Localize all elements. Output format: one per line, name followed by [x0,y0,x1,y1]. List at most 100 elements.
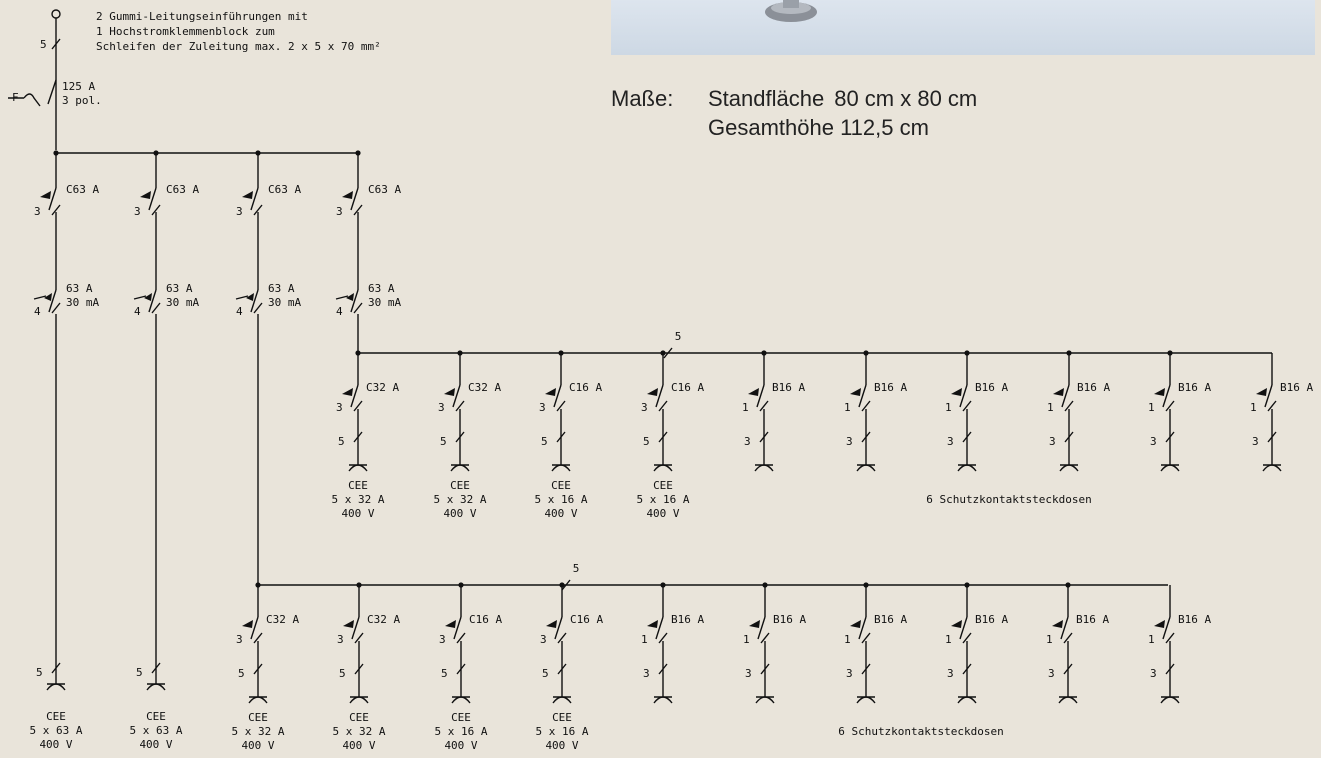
sub-mcb-blade [655,616,664,640]
main-switch-poles: 3 pol. [62,94,102,107]
sub-mcb-blade [1061,384,1070,408]
sub-outlet-label: CEE [653,479,673,492]
sub-mcb-handle [647,388,658,396]
main-switch-actuator [8,93,41,107]
main-mcb-rating: C63 A [368,183,401,196]
sub-outlet-poles: 3 [1252,435,1259,448]
sub-outlet-tick [658,431,668,443]
sub-outlet-poles: 5 [339,667,346,680]
sub-outlet-arc [754,464,774,472]
sub-mcb-handle [444,388,455,396]
main-switch-symbol: F [12,91,19,104]
sub-mcb-blade [1162,616,1171,640]
sub-mcb-rating: B16 A [671,613,704,626]
outlet-poles: 5 [36,666,43,679]
main-mcb-handle [242,191,253,199]
main-rcd-blade [250,289,259,313]
sub-mcb-tick [658,632,668,644]
sub-outlet-label: CEE [451,711,471,724]
sub-mcb-rating: C32 A [468,381,501,394]
sub-mcb-handle [445,620,456,628]
main-mcb-poles: 3 [134,205,141,218]
sub-mcb-poles: 1 [1047,401,1054,414]
sub-outlet-arc [551,464,571,472]
sub-mcb-rating: B16 A [773,613,806,626]
sub-outlet-poles: 5 [643,435,650,448]
main-mcb-blade [350,187,359,211]
sub-outlet-label: 400 V [342,739,375,752]
sub-mcb-handle [647,620,658,628]
main-rcd-poles: 4 [134,305,141,318]
sub-outlet-poles: 3 [1049,435,1056,448]
outlet-label: 5 x 63 A [130,724,183,737]
main-rcd-trip [235,295,249,300]
sub-mcb-tick [557,632,567,644]
sub-outlet-poles: 3 [947,667,954,680]
cee-outlet-arc [46,683,66,691]
sub-mcb-rating: B16 A [874,613,907,626]
main-rcd-trip [33,295,47,300]
sub-outlet-arc [348,464,368,472]
outlet-label: CEE [46,710,66,723]
main-rcd-blade [350,289,359,313]
sub-outlet-tick [1165,431,1175,443]
main-rcd-tick [353,302,363,314]
sub-bus-conductors: 5 [573,562,580,575]
sub-mcb-tick [1165,632,1175,644]
sub-outlet-arc [653,696,673,704]
main-rcd-blade [48,289,57,313]
sub-outlet-poles: 3 [643,667,650,680]
sub-mcb-blade [452,384,461,408]
sub-outlet-arc [957,696,977,704]
feed-conductor-count: 5 [40,38,47,51]
sub-mcb-rating: C16 A [570,613,603,626]
sub-mcb-poles: 1 [844,401,851,414]
sub-mcb-poles: 1 [1046,633,1053,646]
sub-mcb-blade [553,384,562,408]
socket-group-label: 6 Schutzkontaktsteckdosen [838,725,1004,738]
sub-mcb-tick [759,400,769,412]
socket-group-label: 6 Schutzkontaktsteckdosen [926,493,1092,506]
sub-mcb-blade [858,384,867,408]
main-mcb-poles: 3 [236,205,243,218]
main-mcb-tick [51,204,61,216]
feed-note-line: Schleifen der Zuleitung max. 2 x 5 x 70 … [96,40,381,53]
sub-outlet-tick [557,663,567,675]
sub-outlet-arc [856,696,876,704]
main-rcd-poles: 4 [34,305,41,318]
outlet-label: CEE [146,710,166,723]
sub-mcb-blade [1060,616,1069,640]
main-mcb-tick [353,204,363,216]
sub-mcb-tick [353,400,363,412]
sub-mcb-tick [1063,632,1073,644]
sub-outlet-tick [1064,431,1074,443]
sub-outlet-label: 5 x 16 A [435,725,488,738]
sub-outlet-poles: 3 [1150,667,1157,680]
sub-outlet-poles: 5 [542,667,549,680]
sub-outlet-label: CEE [248,711,268,724]
sub-mcb-blade [453,616,462,640]
outlet-tick [151,662,161,674]
sub-mcb-blade [1162,384,1171,408]
sub-mcb-poles: 1 [844,633,851,646]
sub-mcb-handle [1154,388,1165,396]
sub-outlet-tick [354,663,364,675]
sub-outlet-arc [957,464,977,472]
sub-mcb-poles: 3 [540,633,547,646]
sub-mcb-handle [951,388,962,396]
product-photo-strip [611,0,1315,55]
sub-bus-tick [561,579,571,591]
sub-mcb-tick [1064,400,1074,412]
sub-outlet-arc [1058,696,1078,704]
sub-mcb-blade [959,384,968,408]
main-rcd-handle [44,293,52,301]
sub-mcb-tick [456,632,466,644]
sub-mcb-handle [850,388,861,396]
sub-outlet-tick [1063,663,1073,675]
sub-outlet-label: 400 V [444,739,477,752]
sub-mcb-rating: B16 A [1076,613,1109,626]
sub-bus-tick [663,347,673,359]
main-rcd-blade [148,289,157,313]
